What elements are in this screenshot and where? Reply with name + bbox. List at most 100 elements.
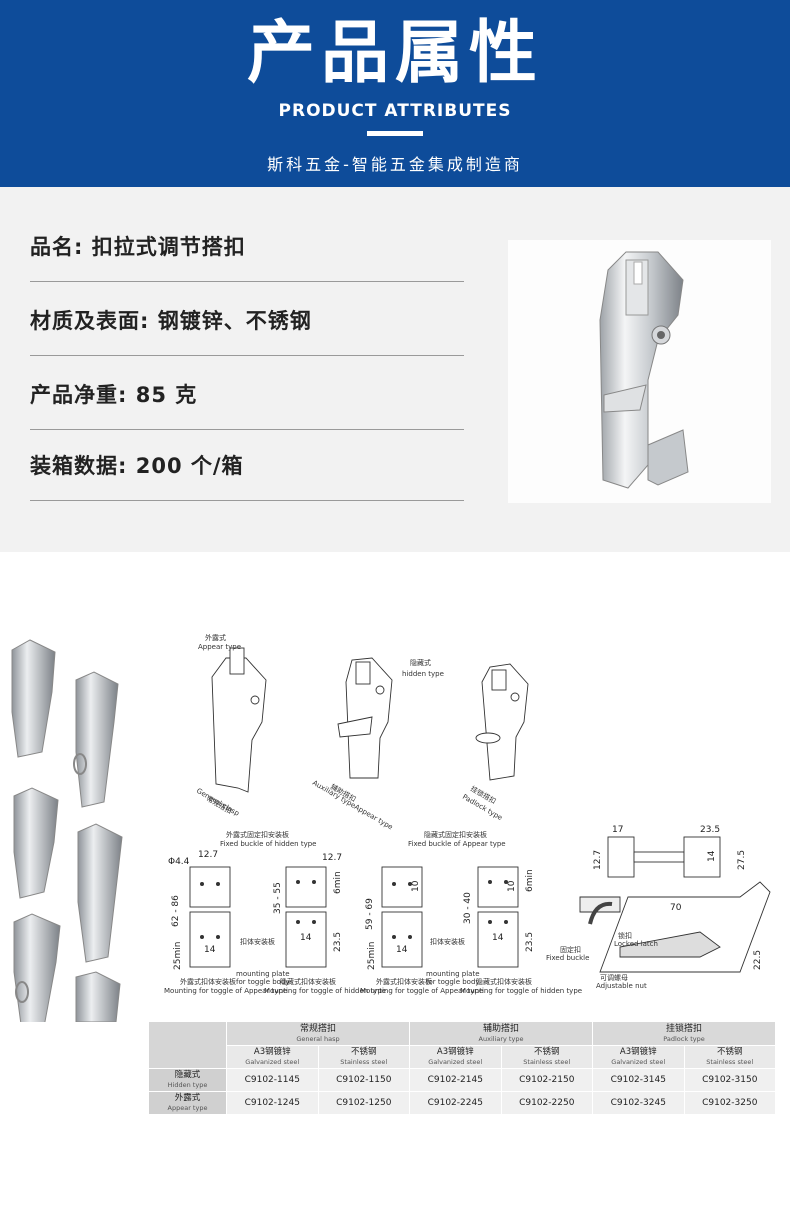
dim-label: 14 [707, 850, 717, 862]
label-general-en: General clasp [195, 787, 241, 818]
attribute-label: 产品净重 [30, 383, 118, 407]
table-cell: C9102-1250 [317, 1091, 410, 1115]
label-toggle-en-2b: for toggle body [426, 978, 480, 986]
product-photo-stack [11, 639, 123, 1022]
dim-label: 12.7 [593, 850, 603, 870]
table-cell: C9102-1145 [226, 1068, 319, 1092]
table-cell: C9102-1150 [317, 1068, 410, 1092]
label-appear-en: Appear type [198, 643, 241, 651]
attribute-value: 钢镀锌、不锈钢 [157, 309, 312, 333]
table-cell: C9102-2145 [409, 1068, 502, 1092]
page-subtitle: PRODUCT ATTRIBUTES [278, 101, 512, 121]
dim-label: 23.5 [525, 932, 535, 952]
table-cell: C9102-2245 [409, 1091, 502, 1115]
attribute-value: 200 个/箱 [135, 454, 244, 478]
dim-label: 6min [525, 869, 535, 892]
caption-fixed-appear-en: Fixed buckle of Appear type [408, 840, 506, 848]
dim-label: 14 [204, 945, 216, 955]
dim-label: 14 [492, 933, 504, 943]
attribute-value: 扣拉式调节搭扣 [91, 235, 246, 259]
mounting-plate-drawing [189, 866, 519, 968]
attribute-row: 材质及表面: 钢镀锌、不锈钢 [30, 282, 464, 356]
dim-label: Φ4.4 [168, 857, 190, 867]
attribute-label: 品名 [30, 235, 74, 259]
label-adj-en: Adjustable nut [596, 982, 647, 990]
attribute-row: 品名: 扣拉式调节搭扣 [30, 208, 464, 282]
attribute-value: 85 克 [135, 383, 198, 407]
table-cell: C9102-1245 [226, 1091, 319, 1115]
caption-mount-appear-en: Mounting for toggle of Appear type [164, 987, 287, 995]
toggle-latch-image [599, 251, 689, 489]
label-fixed-cn: 固定扣 [560, 945, 581, 954]
caption-fixed-hidden-en: Fixed buckle of hidden type [220, 840, 316, 848]
table-cell: C9102-3150 [683, 1068, 776, 1092]
dim-label: 23.5 [700, 825, 720, 835]
dim-label: 10 [411, 880, 421, 892]
table-cell: C9102-3245 [592, 1091, 685, 1115]
dim-label: 27.5 [737, 850, 747, 870]
attribute-row: 产品净重: 85 克 [30, 356, 464, 430]
attribute-label: 装箱数据 [30, 454, 118, 478]
caption-mount-appear-en-2: Mounting for toggle of Appear type [360, 987, 483, 995]
title-divider [367, 131, 423, 136]
dim-label: 35 - 55 [273, 882, 283, 914]
dim-label: 12.7 [322, 853, 342, 863]
table-cell: C9102-2250 [500, 1091, 593, 1115]
dim-label: 30 - 40 [463, 892, 473, 924]
header-banner: 产品属性 PRODUCT ATTRIBUTES 斯科五金-智能五金集成制造商 [0, 0, 790, 187]
dim-label: 14 [300, 933, 312, 943]
label-aux-en: Auxiliary typeAppear type [311, 779, 394, 832]
attributes-section: 品名: 扣拉式调节搭扣 材质及表面: 钢镀锌、不锈钢 产品净重: 85 克 装箱… [0, 187, 790, 552]
label-toggle-cn-2: 扣体安装板 [430, 937, 465, 946]
label-toggle-en-2: for toggle body [236, 978, 290, 986]
attribute-label: 材质及表面 [30, 309, 140, 333]
caption-fixed-appear-cn: 隐藏式固定扣安装板 [424, 830, 487, 839]
company-tagline: 斯科五金-智能五金集成制造商 [267, 155, 523, 174]
caption-mount-appear-cn-2: 外露式扣体安装板 [376, 977, 432, 986]
page-title: 产品属性 [246, 14, 543, 93]
label-toggle-en-1: mounting plate [236, 970, 290, 978]
caption-mount-hidden-en-2: Mounting for toggle of hidden type [460, 987, 582, 995]
label-toggle-en-1b: mounting plate [426, 970, 480, 978]
dim-label: 25min [367, 942, 377, 970]
line-drawing-general [211, 647, 267, 793]
dim-label: 70 [670, 903, 682, 913]
table-cell: C9102-3145 [592, 1068, 685, 1092]
dim-label: 62 - 86 [171, 895, 181, 927]
technical-section: 外露式 Appear type 常规搭扣 General clasp 隐藏式 h… [0, 552, 790, 1209]
label-appear-cn: 外露式 [205, 633, 226, 642]
mounting-holes [200, 880, 508, 939]
label-locked-cn: 锁扣 [618, 931, 632, 940]
dim-label: 25min [173, 942, 183, 970]
caption-mount-hidden-en: Mounting for toggle of hidden type [264, 987, 386, 995]
line-drawing-auxiliary [337, 657, 393, 779]
attribute-row: 装箱数据: 200 个/箱 [30, 427, 464, 501]
rotate-arrow-icon [588, 901, 613, 925]
dim-label: 6min [333, 871, 343, 894]
table-cell: C9102-3250 [683, 1091, 776, 1115]
dim-label: 12.7 [198, 850, 218, 860]
dim-label: 23.5 [333, 932, 343, 952]
dim-label: 59 - 69 [365, 898, 375, 930]
dim-label: 14 [396, 945, 408, 955]
technical-drawings: 外露式 Appear type 常规搭扣 General clasp 隐藏式 h… [11, 633, 771, 1022]
dim-label: 17 [612, 825, 623, 835]
line-drawing-padlock [475, 663, 529, 781]
side-view-drawing [579, 836, 771, 973]
caption-mount-hidden-cn: 隐藏式扣体安装板 [280, 977, 336, 986]
caption-fixed-hidden-cn: 外露式固定扣安装板 [226, 830, 289, 839]
caption-mount-hidden-cn-2: 隐藏式扣体安装板 [476, 977, 532, 986]
